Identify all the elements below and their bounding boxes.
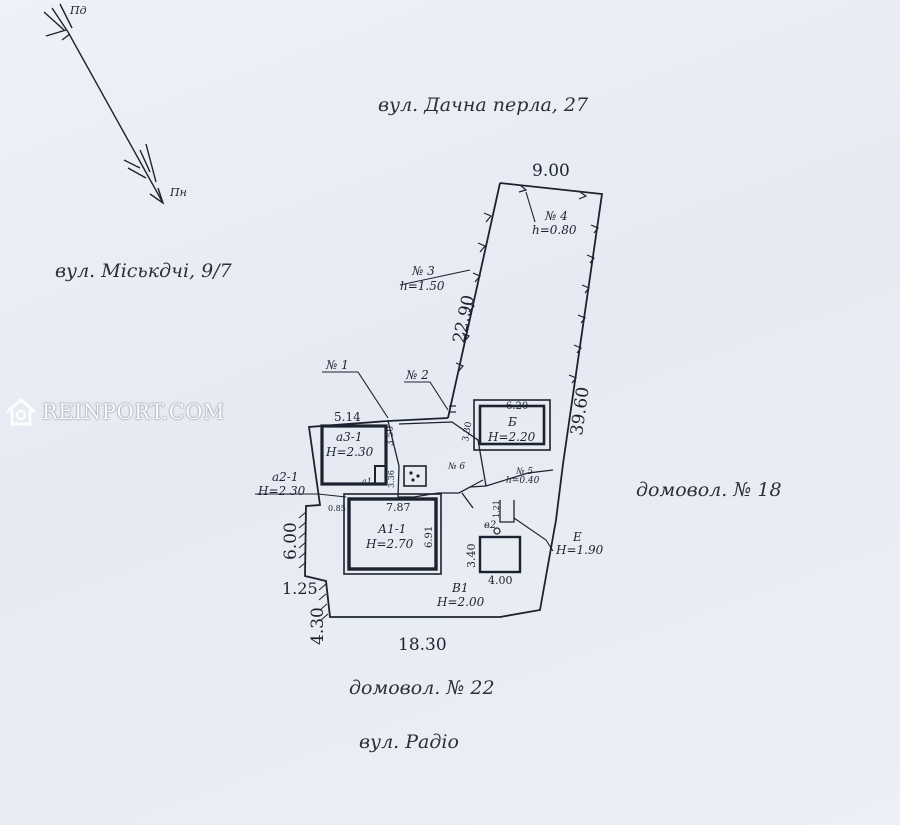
dim-bottom-width: 18.30 [398,635,447,655]
compass-north-label: Пн [169,186,187,199]
label-fence-n3-h: h=1.50 [400,279,445,293]
boundary-hatching [298,511,329,621]
label-v1-name: В1 [451,581,468,595]
dots-n6-icon [409,471,420,482]
label-a2-name: а2-1 [272,470,298,484]
dim-top-width: 9.00 [532,161,570,181]
building-a1 [347,497,438,571]
dim-left-upper: 22.90 [449,293,479,345]
label-a3-h: H=2.30 [325,445,374,459]
watermark: REINPORT.COM [4,396,225,428]
label-fence-n4: № 4 [544,209,568,223]
house-icon [6,398,36,426]
dim-v1-width: 4.00 [488,574,513,587]
building-b [478,404,546,446]
neighbor-label-right: домовол. № 18 [636,479,782,501]
fence-ticks [449,184,599,413]
dim-a3-height: 3.50 [386,426,396,446]
plot-boundary [304,182,604,618]
dim-small-330: 3.30 [461,421,474,443]
marker-n6 [403,465,427,487]
label-b-name: Б [507,415,517,429]
building-a1-outer [343,493,442,575]
label-fence-n1: № 1 [325,358,349,372]
street-label-bottom: вул. Радіо [359,731,459,753]
label-a2-h: H=2.30 [257,484,306,498]
label-fence-n5: № 5 [515,467,533,477]
dim-e-width: 1.21 [492,500,501,518]
label-a1-h: H=2.70 [365,537,414,551]
dim-a3-width: 5.14 [334,410,361,424]
dim-right-side: 39.60 [567,386,594,437]
building-b-outer [473,399,551,451]
watermark-text: REINPORT.COM [42,400,225,424]
leader-lines [255,191,554,552]
label-e-h: H=1.90 [555,543,604,557]
label-fence-n2: № 2 [405,368,429,382]
well-v2-icon [493,527,501,535]
neighbor-label-bottom: домовол. № 22 [349,677,495,699]
compass-south-label: Пд [69,4,87,17]
street-label-top: вул. Дачна перлa, 27 [378,94,589,116]
dim-a1-height: 6.91 [424,526,435,548]
building-a2-block [374,465,387,485]
label-fence-n3: № 3 [411,264,435,278]
dim-left-430: 4.30 [308,607,328,645]
dim-v1-height: 3.40 [465,544,478,569]
label-v1-h: H=2.00 [436,595,485,609]
dim-small-336: 3.36 [387,470,396,488]
label-a1-name: А1-1 [377,522,406,536]
dim-a1-width: 7.87 [386,501,411,514]
label-fence-n5-h: h=0.40 [506,476,540,486]
label-a3-name: а3-1 [336,430,362,444]
label-b-h: H=2.20 [487,430,536,444]
compass-arrow-icon [43,3,165,205]
dim-left-125: 1.25 [282,579,318,598]
label-fence-n4-h: h=0.80 [532,223,577,237]
label-a1-small: а1 [362,477,372,486]
interior-fences [387,420,554,523]
building-v1 [478,535,522,574]
label-fence-n6: № 6 [447,462,465,472]
street-label-left: вул. Міськдчі, 9/7 [55,260,232,282]
dim-small-085: 0.85 [328,504,346,513]
building-a3 [320,424,388,486]
label-v2: в2 [484,520,496,531]
dim-b-width: 6.20 [506,401,528,412]
label-e-name: Е [572,530,582,544]
dim-left-600: 6.00 [281,522,301,560]
